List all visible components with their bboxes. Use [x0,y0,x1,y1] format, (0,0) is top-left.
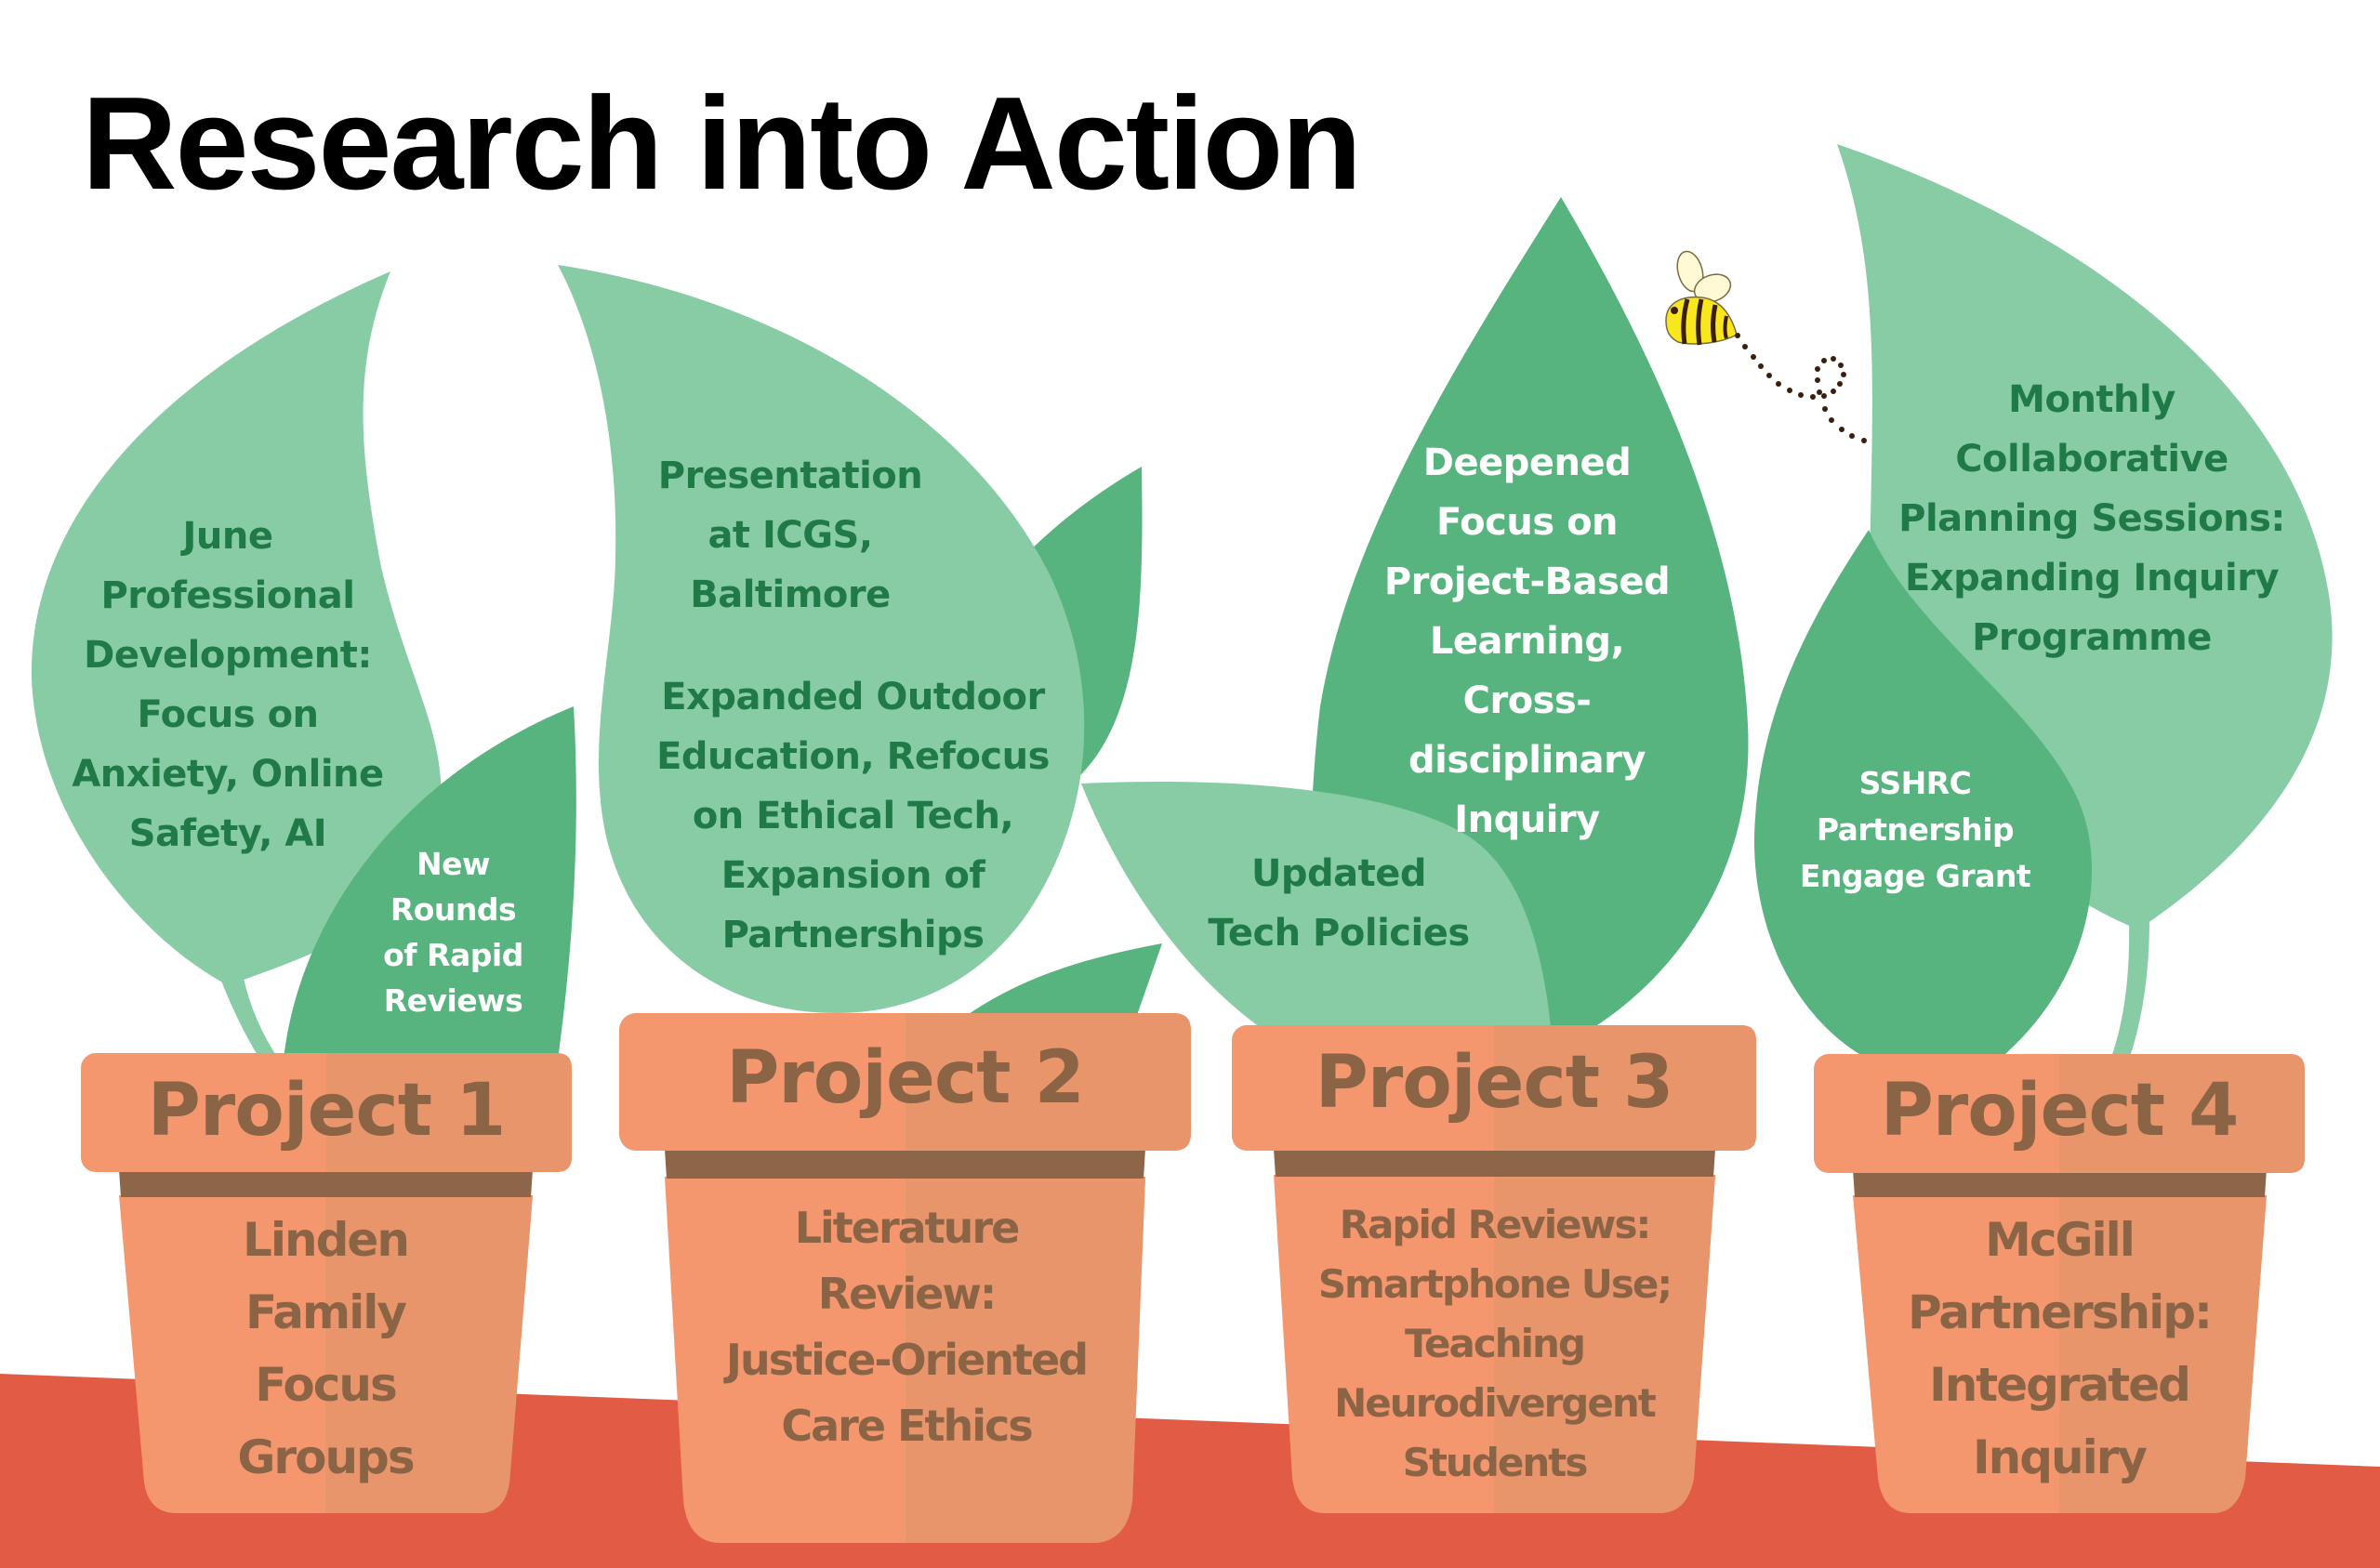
leaf-text-p1-rapid-reviews: New Rounds of Rapid Reviews [383,846,523,1019]
pot-project-4 [1814,1054,2305,1513]
leaf-text-p1-professional-development: June Professional Development: Focus on … [72,515,384,855]
bee-trail [1735,333,1867,443]
leaf-p4-sshrc-grant [1754,530,2093,1060]
leaf-p2-outdoor-education [558,265,1085,1013]
leaf-text-p3-project-based-learning: Deepened Focus on Project-Based Learning… [1383,441,1671,841]
plant-project-3 [1081,197,1749,1027]
plant-project-1 [31,271,576,1060]
leaf-p1-rapid-reviews [284,706,576,1060]
pot-text-project-3: Rapid Reviews: Smartphone Use; Teaching … [1317,1202,1673,1485]
pot-project-1 [81,1053,572,1513]
leaf-text-p3-tech-policies: Updated Tech Policies [1208,852,1470,955]
page-title: Research into Action [82,70,1362,217]
plant-project-2 [558,265,1162,1018]
pot-label-project-3: Project 3 [1315,1041,1674,1125]
floor [0,1374,2380,1568]
leaf-text-p2-outdoor-education: Expanded Outdoor Education, Refocus on E… [656,676,1050,956]
leaf-p3-tech-policies [1081,781,1551,1027]
leaf-p1-professional-development [31,271,442,985]
plant-project-4 [1754,144,2333,1060]
pot-label-project-4: Project 4 [1880,1069,2240,1153]
pot-label-project-2: Project 2 [726,1036,1085,1120]
pot-project-3 [1232,1025,1756,1513]
pot-project-2 [619,1013,1191,1543]
pot-text-project-4: McGill Partnership: Integrated Inquiry [1907,1213,2213,1484]
bee-icon [1665,250,1738,346]
pot-label-project-1: Project 1 [147,1069,507,1153]
leaf-text-p2-presentation-icgs: Presentation at ICGS, Baltimore [657,455,923,616]
pot-text-project-2: Literature Review: Justice-Oriented Care… [725,1203,1089,1451]
leaf-text-p4-sshrc-grant: SSHRC Partnership Engage Grant [1799,765,2031,894]
pot-text-project-1: Linden Family Focus Groups [237,1213,415,1484]
leaf-text-p4-collaborative-planning: Monthly Collaborative Planning Sessions:… [1898,378,2285,659]
